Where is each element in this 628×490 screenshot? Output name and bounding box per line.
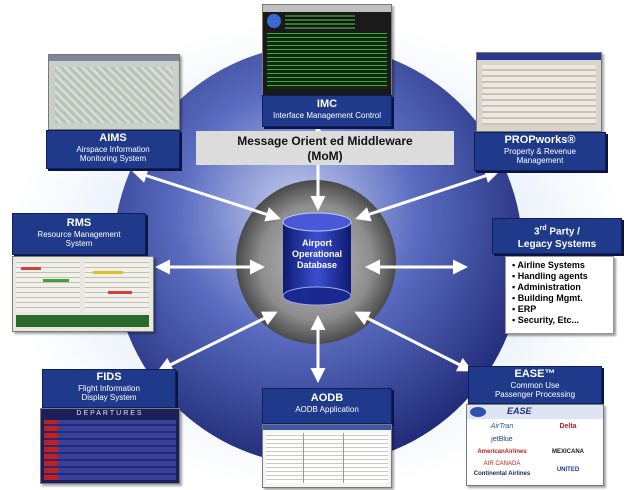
rms-title: RMS <box>66 217 92 229</box>
middleware-title: Message Orient ed Middleware <box>237 134 413 148</box>
aodb-title: AODB <box>310 392 344 404</box>
aims-title: AIMS <box>99 132 127 144</box>
airline-logo: MEXICANA <box>551 449 584 455</box>
arrow-propworks <box>355 168 500 222</box>
legacy-systems-list: ▪ Airline Systems ▪ Handling agents ▪ Ad… <box>505 256 614 334</box>
aims-label: AIMS Airspace Information Monitoring Sys… <box>46 130 180 169</box>
third-party-title-2: Legacy Systems <box>517 239 597 251</box>
database-line2: Operational <box>291 249 342 259</box>
propworks-screenshot <box>476 52 602 132</box>
arrow-fids <box>157 311 278 372</box>
propworks-subtitle-1: Property & Revenue <box>503 147 577 156</box>
rms-label: RMS Resource Management System <box>12 213 146 255</box>
middleware-subtitle: (MoM) <box>307 149 343 163</box>
aims-screenshot <box>48 54 180 130</box>
imc-label: IMC Interface Management Control <box>262 95 392 127</box>
propworks-label: PROPworks® Property & Revenue Management <box>474 132 606 171</box>
aims-subtitle-1: Airspace Information <box>76 145 150 154</box>
ease-logo-text: EASE <box>507 406 532 416</box>
aodb-label: AODB AODB Application <box>262 388 392 424</box>
airline-logo: UNITED <box>556 467 580 473</box>
rms-subtitle-2: System <box>65 239 93 248</box>
fids-subtitle-1: Flight Information <box>78 384 140 393</box>
list-item: ▪ Airline Systems <box>512 260 585 270</box>
ease-title: EASE™ <box>514 368 556 380</box>
propworks-title: PROPworks® <box>504 134 576 146</box>
airline-logo: AmericanAirlines <box>477 449 527 455</box>
imc-title: IMC <box>316 98 338 110</box>
database-line1: Airport <box>302 238 332 248</box>
middleware-banner: Message Orient ed Middleware (MoM) <box>196 131 454 165</box>
list-item: ▪ ERP <box>512 304 537 314</box>
airline-logo: Delta <box>559 423 577 430</box>
list-item: ▪ Security, Etc... <box>512 315 580 325</box>
list-item: ▪ Administration <box>512 282 581 292</box>
imc-screenshot <box>262 4 392 96</box>
ease-label: EASE™ Common Use Passenger Processing <box>468 366 602 404</box>
imc-subtitle: Interface Management Control <box>272 111 382 120</box>
arrow-aims <box>132 168 281 222</box>
rms-subtitle-1: Resource Management <box>37 230 121 239</box>
fids-screen-header: DEPARTURES <box>76 410 144 417</box>
fids-title: FIDS <box>96 371 122 383</box>
database-cylinder <box>282 212 352 306</box>
ease-subtitle-1: Common Use <box>510 381 560 390</box>
database-label: Airport Operational Database <box>283 238 351 271</box>
third-party-label: 3rd Party / Legacy Systems <box>492 218 622 254</box>
list-item: ▪ Building Mgmt. <box>512 293 583 303</box>
rms-screenshot <box>12 256 154 332</box>
ease-subtitle-2: Passenger Processing <box>494 390 576 399</box>
ease-screenshot: EASE AirTran Delta jetBlue AmericanAirli… <box>466 404 604 486</box>
ease-logo-icon <box>470 407 486 417</box>
list-item: ▪ Handling agents <box>512 271 588 281</box>
aims-subtitle-2: Monitoring System <box>79 154 147 163</box>
airline-logo: AirTran <box>490 423 514 430</box>
airline-logo: AIR CANADA <box>483 461 521 467</box>
third-party-title: 3rd Party / <box>534 225 580 238</box>
fids-screenshot: DEPARTURES <box>40 408 180 484</box>
aodb-subtitle: AODB Application <box>295 405 359 414</box>
fids-label: FIDS Flight Information Display System <box>42 369 176 408</box>
arrow-ease <box>354 311 473 372</box>
database-line3: Database <box>296 260 338 270</box>
fids-subtitle-2: Display System <box>81 393 137 402</box>
propworks-subtitle-2: Management <box>516 156 564 165</box>
aodb-screenshot <box>262 424 392 488</box>
airline-logo: Continental Airlines <box>473 471 531 477</box>
airline-logo: jetBlue <box>491 436 513 443</box>
